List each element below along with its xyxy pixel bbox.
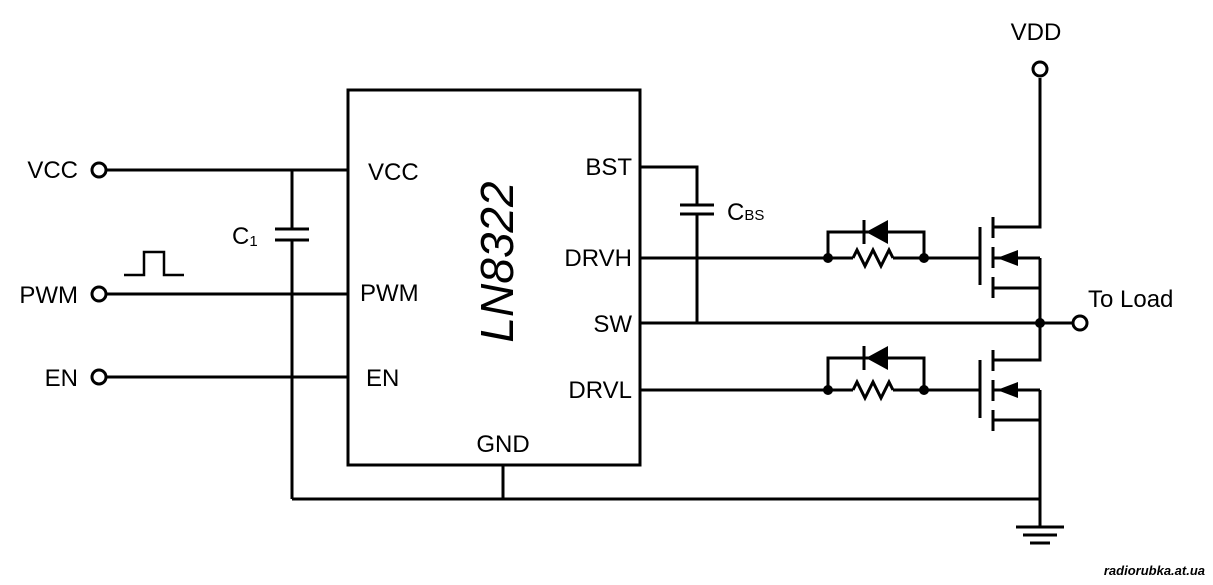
- pin-label-gnd: GND: [476, 431, 529, 458]
- pulse-icon: [124, 250, 184, 277]
- terminal-vdd: [1031, 60, 1049, 78]
- low-gate-resistor: [851, 378, 895, 402]
- low-side-mosfet: [978, 323, 1042, 527]
- ground-icon: [1016, 525, 1064, 545]
- terminal-en: [90, 368, 108, 386]
- ic-body: [346, 88, 642, 467]
- pin-label-en: EN: [366, 365, 399, 392]
- pin-label-pwm: PWM: [360, 280, 419, 307]
- pin-label-drvh: DRVH: [564, 245, 632, 272]
- junction-drvl-left: [823, 385, 833, 395]
- wire-bst: [640, 165, 699, 205]
- output-label: To Load: [1088, 286, 1173, 313]
- junction-drvl-right: [919, 385, 929, 395]
- terminal-pwm: [90, 285, 108, 303]
- high-gate-resistor: [851, 246, 895, 270]
- input-label-pwm: PWM: [19, 282, 78, 309]
- junction-drvh-left: [823, 253, 833, 263]
- pin-label-vcc: VCC: [368, 159, 419, 186]
- input-label-en: EN: [45, 365, 78, 392]
- high-side-mosfet: [978, 78, 1042, 323]
- low-gate-diode-icon: [866, 346, 888, 370]
- pin-label-drvl: DRVL: [568, 377, 632, 404]
- terminal-output: [1071, 314, 1089, 332]
- pin-label-sw: SW: [593, 311, 632, 338]
- ic-name: LN8322: [471, 181, 523, 342]
- cbs-label: CBS: [727, 199, 764, 226]
- watermark: radiorubka.at.ua: [1104, 563, 1205, 578]
- vdd-label: VDD: [1011, 19, 1062, 46]
- pin-label-bst: BST: [585, 154, 632, 181]
- high-gate-diode-icon: [866, 220, 888, 244]
- junction-drvh-right: [919, 253, 929, 263]
- c1-label: C1: [232, 223, 258, 250]
- terminal-vcc: [90, 161, 108, 179]
- input-label-vcc: VCC: [27, 157, 78, 184]
